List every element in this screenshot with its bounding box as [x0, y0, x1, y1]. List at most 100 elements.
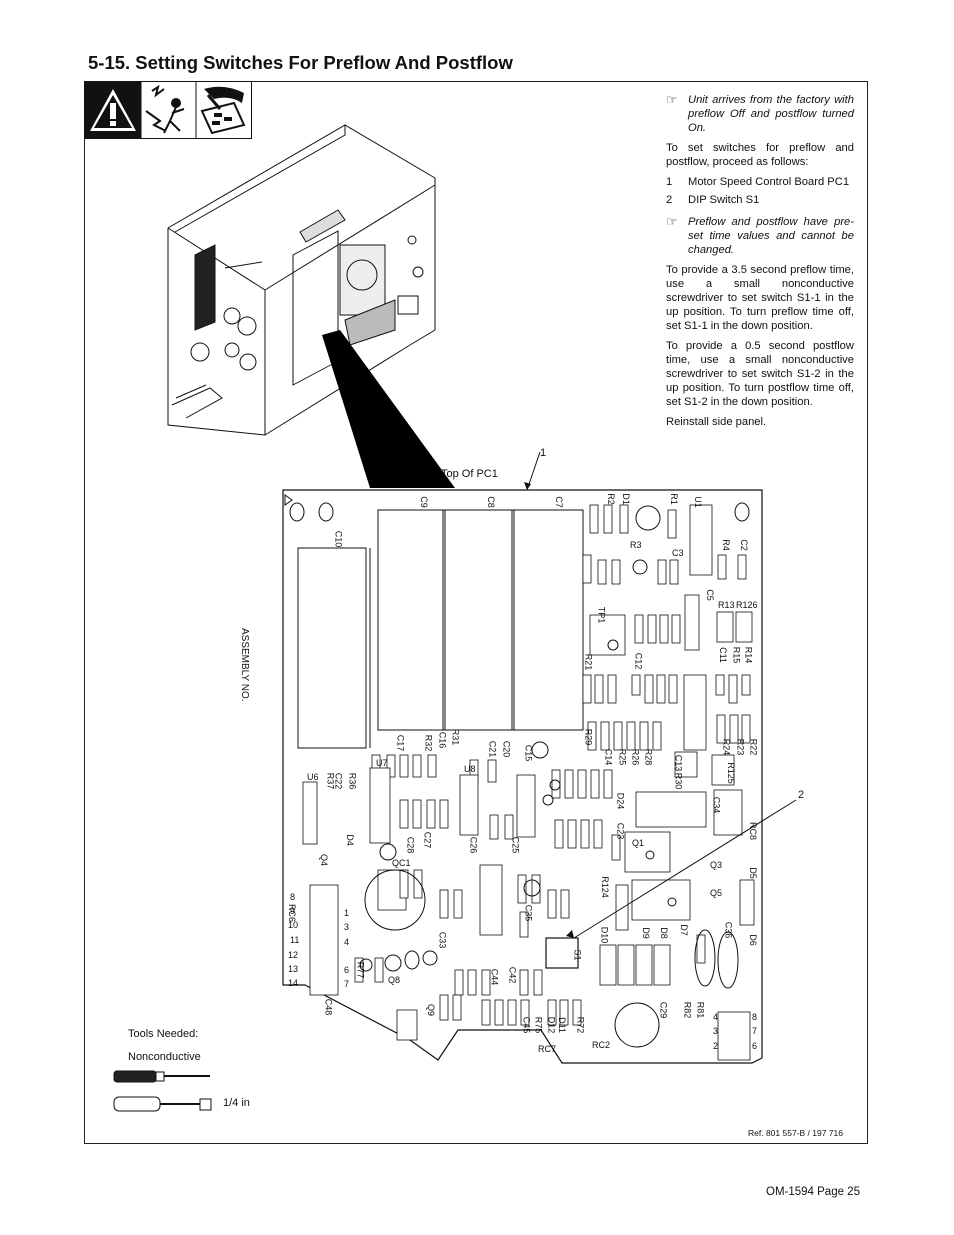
label-r36: R36	[347, 772, 358, 790]
label-c21: C21	[487, 740, 498, 758]
round-components	[359, 505, 739, 1048]
component-footprints	[302, 504, 755, 1061]
factory-note: ☞ Unit arrives from the factory with pre…	[666, 92, 854, 135]
label-d4: D4	[344, 834, 355, 846]
label-r24: R24	[721, 738, 732, 756]
label-r31: R31	[450, 728, 461, 746]
label-q8: Q8	[388, 975, 401, 985]
label-r13: R13	[718, 600, 735, 610]
warning-icons	[84, 81, 252, 139]
label-c7: C7	[553, 496, 564, 508]
screwdriver-icon	[113, 1070, 210, 1083]
pin-label: 8	[290, 892, 296, 902]
label-c34: C34	[711, 796, 722, 814]
label-d24: D24	[615, 792, 626, 810]
label-c9: C9	[418, 496, 429, 508]
label-r14: R14	[743, 646, 754, 664]
label-r124: R124	[599, 876, 610, 898]
label-tp1: TP1	[596, 606, 607, 624]
label-c13: C13	[673, 754, 684, 772]
label-r77: R77	[355, 961, 366, 979]
warning-triangle-icon	[85, 82, 141, 138]
label-r72: R72	[575, 1016, 586, 1034]
label-r25: R25	[617, 748, 628, 766]
label-c11: C11	[717, 647, 728, 663]
label-c8: C8	[485, 496, 496, 508]
label-c33: C33	[437, 931, 448, 949]
label-d1: D1	[620, 493, 631, 505]
label-r22: R22	[748, 738, 759, 756]
label-c23: C23	[615, 822, 626, 840]
capacitor-block	[377, 509, 584, 731]
label-c27: C27	[422, 831, 433, 849]
label-c3: C3	[672, 548, 684, 558]
tools-title: Tools Needed:	[128, 1028, 199, 1040]
label-u7: U7	[376, 758, 388, 768]
label-r2: R2	[605, 493, 616, 505]
pin-label: 13	[288, 964, 299, 974]
assembly-no-label: ASSEMBLY NO.	[239, 628, 250, 702]
label-rc7: RC7	[538, 1044, 557, 1054]
label-r82: R82	[682, 1001, 693, 1019]
label-r26: R26	[630, 748, 641, 766]
pin-label: 14	[288, 978, 299, 988]
callout-2-line	[573, 799, 797, 939]
label-c36: C36	[723, 921, 734, 939]
label-s1: S1	[572, 949, 583, 961]
tool-2-label: 1/4 in	[223, 1097, 250, 1109]
list-item: 2 DIP Switch S1	[666, 194, 760, 206]
instructions-column: ☞ Unit arrives from the factory with pre…	[666, 93, 854, 435]
label-c26: C26	[468, 836, 479, 854]
label-c14: C14	[603, 748, 614, 766]
c10-block	[297, 547, 367, 749]
callout-2: 2	[798, 789, 805, 801]
label-c17: C17	[395, 734, 406, 752]
reference-number: Ref. 801 557-B / 197 716	[748, 1128, 843, 1138]
section-heading: 5-15. Setting Switches For Preflow And P…	[88, 52, 513, 73]
pin-label: 7	[752, 1026, 758, 1036]
preflow-paragraph: To provide a 3.5 second preflow time, us…	[666, 264, 854, 332]
label-u6: U6	[307, 772, 319, 782]
pin-label: 10	[288, 920, 299, 930]
label-c12: C12	[633, 652, 644, 670]
label-r37: R37	[325, 772, 336, 790]
label-d11: D11	[556, 1017, 567, 1033]
label-q4: Q4	[319, 853, 330, 867]
electric-shock-icon	[145, 84, 185, 134]
label-d7: D7	[678, 924, 689, 936]
label-d9: D9	[640, 927, 651, 939]
pin-label: 8	[752, 1012, 758, 1022]
hot-parts-icon	[200, 86, 246, 135]
nutdriver-icon	[113, 1096, 212, 1112]
label-q1: Q1	[632, 838, 645, 848]
label-r32: R32	[423, 734, 434, 752]
label-r21: R21	[583, 653, 594, 671]
label-c28: C28	[405, 836, 416, 854]
label-qc1: QC1	[392, 858, 411, 868]
pin-label: 2	[713, 1041, 719, 1051]
pin-label: 9	[290, 906, 296, 916]
label-r126: R126	[736, 600, 758, 610]
pin-label: 11	[290, 935, 300, 945]
pin-label: 6	[344, 965, 350, 975]
label-u8: U8	[464, 764, 476, 774]
page-footer: OM-1594 Page 25	[766, 1186, 860, 1198]
pin-label: 7	[344, 979, 350, 989]
label-r30: R30	[673, 772, 684, 790]
label-c29: C29	[658, 1001, 669, 1019]
pin-label: 3	[713, 1026, 719, 1036]
callout-1: 1	[540, 447, 547, 459]
preset-note: ☞ Preflow and postflow have pre-set time…	[666, 214, 854, 257]
pin-label: 1	[344, 908, 350, 918]
label-c35: C35	[523, 904, 534, 922]
label-q5: Q5	[710, 888, 723, 898]
pin-label: 12	[288, 950, 299, 960]
postflow-paragraph: To provide a 0.5 second postflow time, u…	[666, 340, 854, 408]
label-c44: C44	[489, 968, 500, 986]
reinstall-paragraph: Reinstall side panel.	[666, 416, 767, 428]
label-r29: R29	[583, 728, 594, 746]
label-r23: R23	[735, 738, 746, 756]
label-c25: C25	[510, 836, 521, 854]
label-c10: C10	[333, 530, 344, 548]
label-r3: R3	[630, 540, 642, 550]
